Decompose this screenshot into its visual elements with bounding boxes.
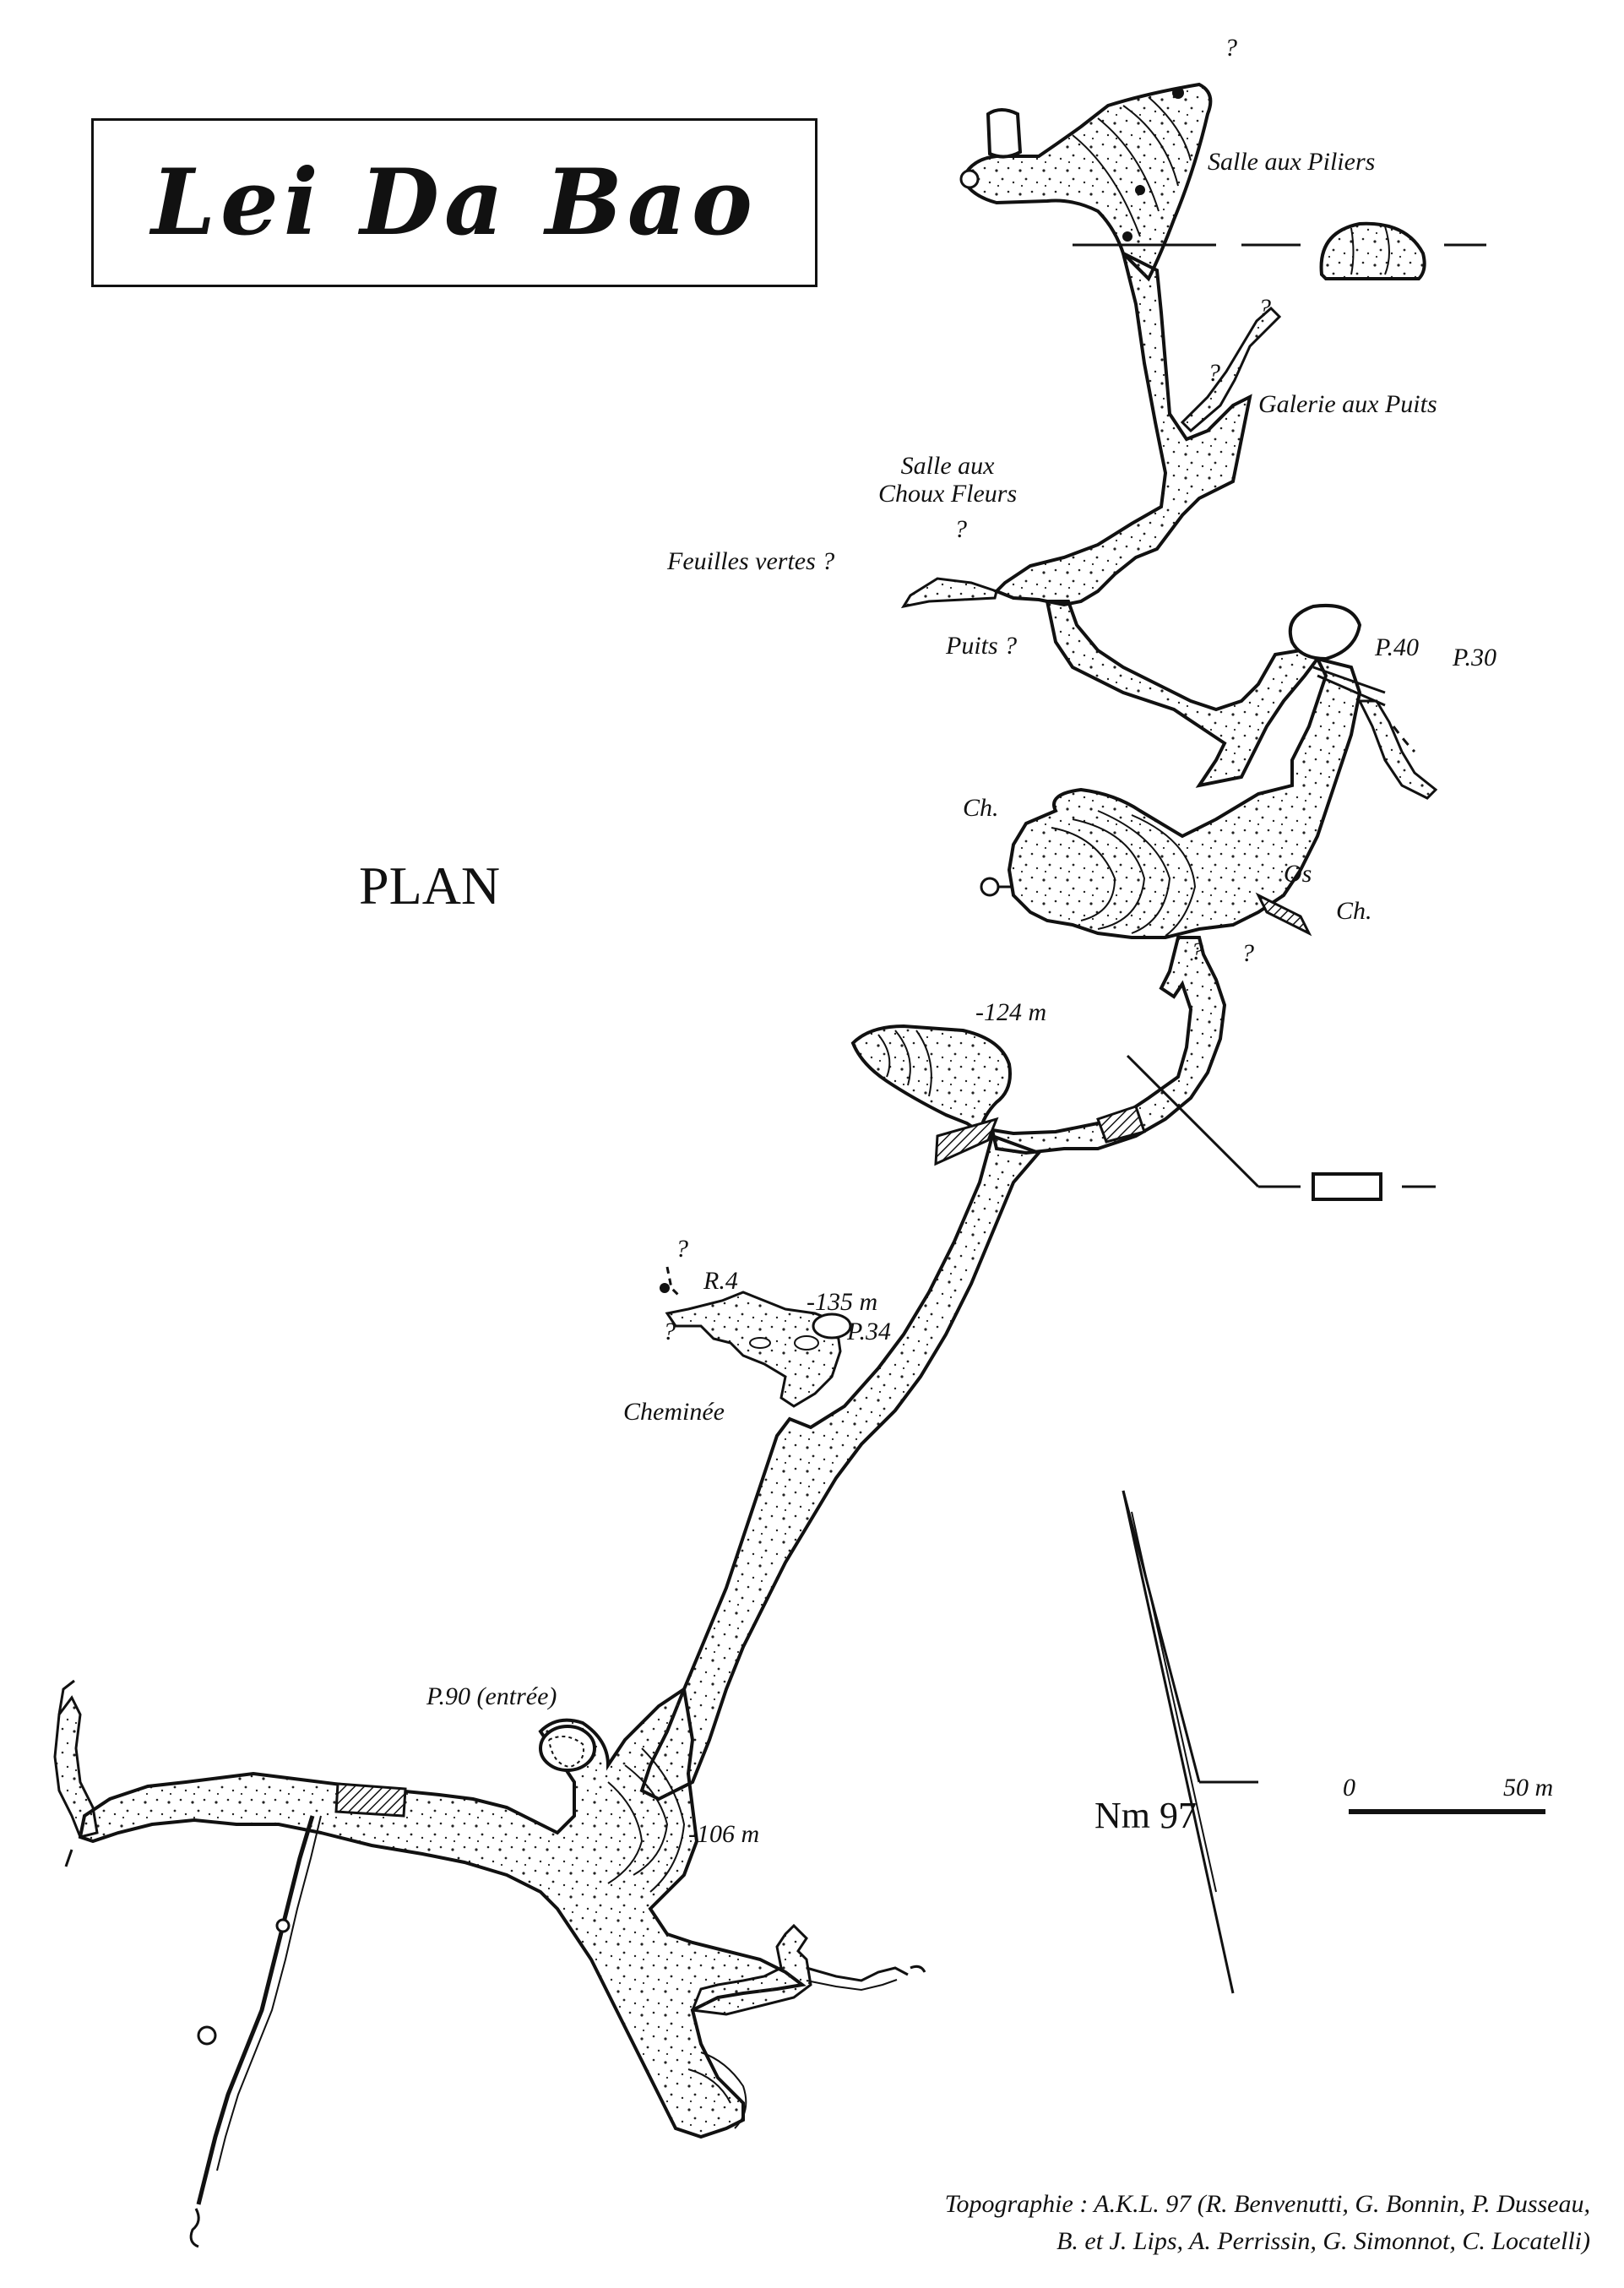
label-chimney-right: Ch. [1336,897,1372,925]
label-puits: Puits ? [946,632,1018,660]
unexplored-lead-mark: ? [954,515,967,543]
label-feuilles-vertes: Feuilles vertes ? [667,547,835,575]
view-label: PLAN [359,856,501,916]
north-label: Nm 97 [1094,1795,1197,1836]
cross-section-upper [1073,221,1486,280]
credits-line-2: B. et J. Lips, A. Perrissin, G. Simonnot… [1056,2226,1590,2255]
main-gallery [639,1133,1042,1802]
west-end [53,1695,99,1839]
map-title: Lei Da Bao [151,149,758,256]
cave-passage [53,82,1438,2248]
upper-knob [986,108,1023,159]
unexplored-lead-mark: ? [1191,937,1203,965]
label-r4: R.4 [703,1267,738,1295]
chimney-right [1255,892,1312,937]
gallery-middle [1045,600,1321,788]
unexplored-lead-mark: ? [1258,294,1271,322]
unexplored-lead-mark: ? [1208,359,1220,387]
label-p34: P.34 [847,1318,891,1345]
scale-end-label: 50 m [1503,1774,1554,1802]
label-depth-124: -124 m [975,998,1047,1026]
label-chimney-left: Ch. [963,794,999,822]
big-chamber [1007,656,1362,939]
p40-shaft [1288,604,1362,661]
gallery-upper [993,250,1252,607]
label-salle-choux-line1: Salle aux [900,452,995,480]
galerie-aux-puits-branch [1180,306,1282,433]
side-area-135 [665,1291,842,1408]
unexplored-lead-mark: ? [1241,939,1254,967]
feuilles-vertes-passage [900,577,998,609]
survey-credits: Topographie : A.K.L. 97 (R. Benvenutti, … [945,2186,1590,2259]
label-os: Os [1284,860,1312,888]
label-salle-aux-choux-fleurs: Salle aux Choux Fleurs [878,452,1017,508]
p30-passage [1357,699,1438,800]
label-depth-135: -135 m [807,1288,878,1316]
credits-line-1: Topographie : A.K.L. 97 (R. Benvenutti, … [944,2190,1590,2218]
map-title-box: Lei Da Bao [91,118,817,287]
north-arrow [1122,1490,1258,1994]
label-p30: P.30 [1453,644,1496,671]
south-west-passage [196,1815,315,2205]
label-depth-106: -106 m [688,1820,760,1848]
scale-start-label: 0 [1343,1774,1355,1802]
label-salle-aux-piliers: Salle aux Piliers [1208,148,1376,176]
label-galerie-aux-puits: Galerie aux Puits [1258,390,1437,418]
label-cheminee: Cheminée [623,1398,725,1426]
p90-entrance-area [78,1686,807,2139]
cross-section-lower [1126,1054,1436,1201]
label-p40: P.40 [1375,633,1419,661]
unexplored-lead-mark: ? [1225,34,1237,62]
unexplored-lead-mark: ? [663,1318,676,1345]
south-east-branch [690,1923,812,2016]
unexplored-lead-mark: ? [676,1235,688,1263]
label-salle-choux-line2: Choux Fleurs [878,480,1018,508]
label-p90-entree: P.90 (entrée) [426,1682,557,1710]
